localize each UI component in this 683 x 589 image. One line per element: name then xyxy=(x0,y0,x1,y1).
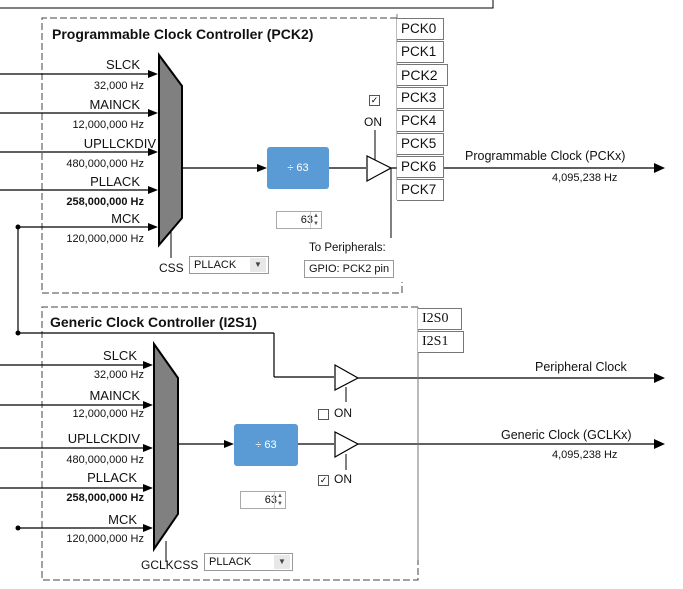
peripheral-clock-on-label: ON xyxy=(334,406,352,420)
spinner-arrows-icon[interactable]: ▲▼ xyxy=(310,212,321,228)
tab-pck5[interactable]: PCK5 xyxy=(397,133,444,155)
generic-clock-label: Generic Clock (GCLKx) xyxy=(501,428,632,442)
top-frame xyxy=(0,0,494,9)
chevron-down-icon[interactable]: ▼ xyxy=(274,555,290,569)
junction-dot xyxy=(15,224,21,230)
tab-pck2[interactable]: PCK2 xyxy=(397,64,448,86)
gclk-input-label: SLCK xyxy=(103,348,137,363)
gclk-input-arrows xyxy=(15,330,153,532)
pck-output-freq: 4,095,238 Hz xyxy=(552,172,618,184)
pck-source-select-value: PLLACK xyxy=(194,259,237,271)
gclk-input-freq: 120,000,000 Hz xyxy=(66,533,144,545)
pck-output-label: Programmable Clock (PCKx) xyxy=(465,149,626,163)
tab-pck3[interactable]: PCK3 xyxy=(397,87,444,109)
gclk-input-freq: 12,000,000 Hz xyxy=(72,408,144,420)
gclk-input-label: PLLACK xyxy=(87,470,137,485)
gclk-source-select-value: PLLACK xyxy=(209,556,252,568)
pck-source-select[interactable]: PLLACK ▼ xyxy=(189,256,269,274)
gclk-input-lines xyxy=(0,332,334,529)
pck-input-freq: 32,000 Hz xyxy=(93,80,144,92)
pck-input-freq: 120,000,000 Hz xyxy=(66,233,144,245)
generic-clock-freq: 4,095,238 Hz xyxy=(552,449,618,461)
peripheral-clock-label: Peripheral Clock xyxy=(535,360,627,374)
pck-frame xyxy=(41,17,403,294)
gclk-mux-select-label: GCLKCSS xyxy=(141,558,199,572)
tab-i2s0[interactable]: I2S0 xyxy=(418,308,462,330)
gclk-input-freq: 480,000,000 Hz xyxy=(66,454,144,466)
tab-pck7[interactable]: PCK7 xyxy=(397,179,444,201)
junction-dot xyxy=(15,330,21,336)
gclk-prescaler-value: 63 xyxy=(264,494,277,506)
peripheral-destination: GPIO: PCK2 pin xyxy=(304,260,395,278)
gclk-prescaler-stepper[interactable]: 63 ▲▼ xyxy=(240,491,286,509)
tab-pck6[interactable]: PCK6 xyxy=(397,156,444,178)
pck-input-freq: 480,000,000 Hz xyxy=(66,158,144,170)
pck-input-arrows xyxy=(15,70,158,231)
pck-prescaler-stepper[interactable]: 63 ▲▼ xyxy=(276,211,322,229)
pck-input-freq: 12,000,000 Hz xyxy=(72,119,144,131)
gclk-input-label: UPLLCKDIV xyxy=(67,431,140,446)
pck-prescaler-value: 63 xyxy=(300,214,313,226)
pck-input-lines xyxy=(0,73,151,333)
gclk-mux xyxy=(153,340,179,553)
gclk-frame xyxy=(41,306,419,581)
pck-input-label: MAINCK xyxy=(89,97,140,112)
pck-input-freq: 258,000,000 Hz xyxy=(66,196,144,208)
gclk-input-label: MAINCK xyxy=(89,388,140,403)
pck-input-label: SLCK xyxy=(106,57,140,72)
tab-pck1[interactable]: PCK1 xyxy=(397,41,444,63)
pck-divider[interactable]: ÷ 63 xyxy=(267,147,329,189)
tab-pck0[interactable]: PCK0 xyxy=(397,18,444,40)
to-peripherals-label: To Peripherals: xyxy=(309,242,386,254)
gclk-section-title: Generic Clock Controller (I2S1) xyxy=(50,314,257,330)
chevron-down-icon[interactable]: ▼ xyxy=(250,258,266,272)
generic-clock-checkbox[interactable]: ✓ xyxy=(318,475,329,486)
pck-enable-label: ON xyxy=(364,115,382,129)
spinner-arrows-icon[interactable]: ▲▼ xyxy=(274,492,285,508)
pck-mux-select-label: CSS xyxy=(159,261,184,275)
pck-enable-checkbox[interactable]: ✓ xyxy=(369,95,380,106)
pck-input-label: UPLLCKDIV xyxy=(83,136,156,151)
peripheral-clock-buffer xyxy=(334,363,360,391)
pck-output-buffer xyxy=(366,155,393,183)
generic-clock-buffer xyxy=(334,431,360,459)
generic-clock-on-label: ON xyxy=(334,472,352,486)
junction-dot xyxy=(15,525,21,531)
peripheral-clock-checkbox[interactable] xyxy=(318,409,329,420)
gclk-divider[interactable]: ÷ 63 xyxy=(234,424,298,466)
gclk-input-freq: 258,000,000 Hz xyxy=(66,492,144,504)
gclk-input-label: MCK xyxy=(108,512,137,527)
pck-input-label: PLLACK xyxy=(90,174,140,189)
gclk-input-freq: 32,000 Hz xyxy=(93,369,144,381)
tab-i2s1[interactable]: I2S1 xyxy=(418,331,464,353)
gclk-source-select[interactable]: PLLACK ▼ xyxy=(204,553,293,571)
tab-pck4[interactable]: PCK4 xyxy=(397,110,444,132)
pck-section-title: Programmable Clock Controller (PCK2) xyxy=(52,26,314,42)
pck-mux xyxy=(158,51,183,248)
pck-input-label: MCK xyxy=(111,211,140,226)
